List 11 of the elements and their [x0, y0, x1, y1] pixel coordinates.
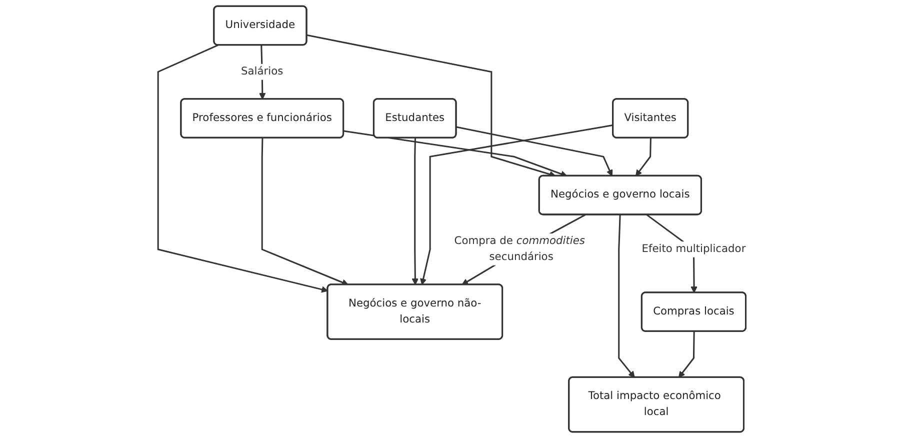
arrow	[635, 138, 652, 176]
arrow	[260, 138, 348, 286]
arrow	[618, 214, 634, 378]
edge-label: Compra de commodities secundários	[454, 234, 585, 264]
arrow	[306, 34, 556, 178]
arrow	[456, 126, 612, 176]
edge-label: Efeito multiplicador	[641, 242, 746, 256]
arrow	[343, 130, 567, 178]
arrow	[411, 138, 418, 286]
edge-label: Salários	[240, 65, 283, 78]
arrow	[678, 332, 694, 378]
